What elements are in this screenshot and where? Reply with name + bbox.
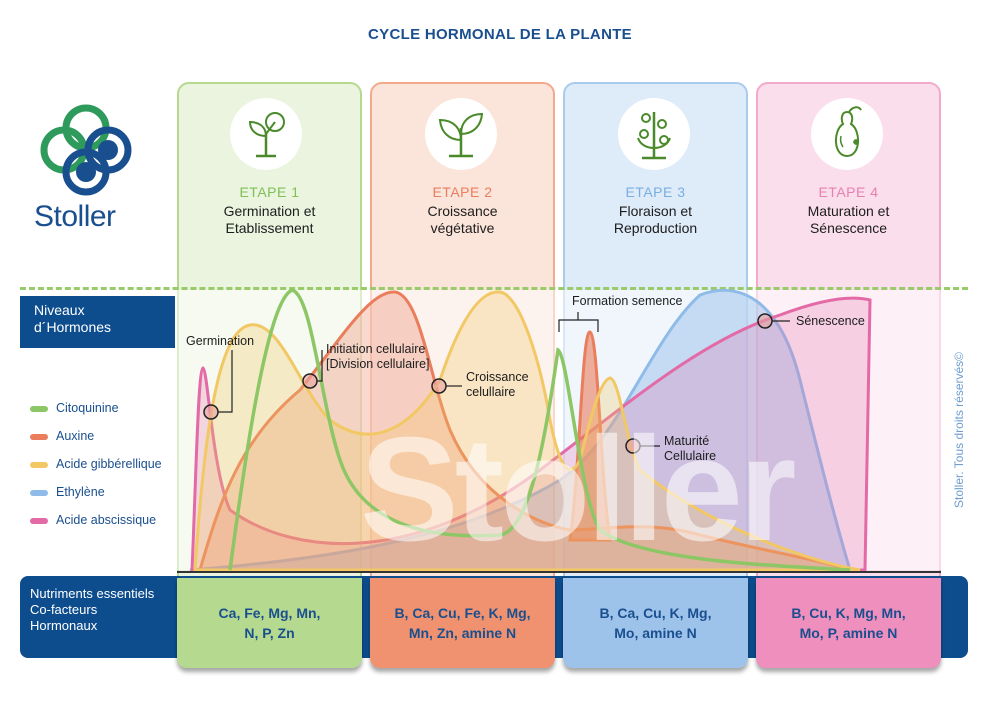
citoquinine-curve bbox=[228, 288, 851, 572]
annotation-croissance-line2: celullaire bbox=[466, 385, 516, 399]
legend-swatch bbox=[30, 405, 48, 412]
annotation-formation: Formation semence bbox=[572, 294, 683, 308]
legend-swatch bbox=[30, 433, 48, 440]
legend-label: Acide gibbérellique bbox=[56, 457, 162, 471]
stage-3-nutrients-line2: Mo, amine N bbox=[614, 625, 697, 641]
stage-1-name-line2: Etablissement bbox=[225, 220, 314, 236]
legend-acide-abscissique: Acide abscissique bbox=[30, 513, 156, 527]
nutrients-label: Nutriments essentiels Co-facteurs Hormon… bbox=[20, 586, 176, 650]
stage-3-nutrients: B, Ca, Cu, K, Mg, Mo, amine N bbox=[563, 578, 748, 668]
stage-4-name-line2: Sénescence bbox=[809, 220, 888, 236]
stage-1-nutrients-line1: Ca, Fe, Mg, Mn, bbox=[218, 605, 321, 621]
stage-1-nutrients-line2: N, P, Zn bbox=[244, 625, 295, 641]
marker-croissance bbox=[431, 378, 447, 394]
annotation-maturite-line1: Maturité bbox=[664, 434, 710, 448]
legend-swatch bbox=[30, 489, 48, 496]
stage-2-name: Croissance végétative bbox=[370, 203, 555, 237]
stage-1-label: ETAPE 1 bbox=[239, 184, 300, 200]
leader-initiation bbox=[317, 350, 323, 382]
legend-label: Ethylène bbox=[56, 485, 105, 499]
stage-2-nutrients-line2: Mn, Zn, amine N bbox=[408, 625, 517, 641]
legend-swatch bbox=[30, 517, 48, 524]
leader-germination bbox=[218, 350, 233, 413]
formation-bracket bbox=[558, 312, 599, 332]
abscisic-curve bbox=[190, 296, 872, 572]
stage-4-label: ETAPE 4 bbox=[818, 184, 879, 200]
legend-auxine: Auxine bbox=[30, 429, 94, 443]
flowering-plant-icon bbox=[618, 98, 690, 170]
auxine-flower-peak bbox=[568, 330, 612, 542]
stage-3-name: Floraison et Reproduction bbox=[563, 203, 748, 237]
nutrients-label-line1: Nutriments essentiels bbox=[30, 586, 155, 601]
annotation-croissance-line1: Croissance bbox=[466, 370, 529, 384]
stage-4-name: Maturation et Sénescence bbox=[756, 203, 941, 237]
stage-2-name-line1: Croissance bbox=[427, 203, 498, 219]
legend-label: Acide abscissique bbox=[56, 513, 157, 527]
annotation-croissance: Croissance celullaire bbox=[466, 370, 529, 400]
page-title: CYCLE HORMONAL DE LA PLANTE bbox=[368, 26, 632, 43]
stage-4-nutrients: B, Cu, K, Mg, Mn, Mo, P, amine N bbox=[756, 578, 941, 668]
annotation-initiation-line1: Initiation cellulaire bbox=[326, 342, 426, 356]
legend-label: Citoquinine bbox=[56, 401, 119, 415]
legend-ethylene: Ethylène bbox=[30, 485, 105, 499]
nutrients-label-line2: Co-facteurs bbox=[30, 602, 98, 617]
annotation-initiation-line2: [Division cellulaire] bbox=[326, 357, 430, 371]
stage-3-name-line2: Reproduction bbox=[613, 220, 698, 236]
stage-1-nutrients: Ca, Fe, Mg, Mn, N, P, Zn bbox=[177, 578, 362, 668]
stage-4-name-line1: Maturation et bbox=[807, 203, 890, 219]
stage-3-label: ETAPE 3 bbox=[625, 184, 686, 200]
hormone-levels-line2: d´Hormones bbox=[34, 319, 112, 335]
stage-2-nutrients-line1: B, Ca, Cu, Fe, K, Mg, bbox=[394, 605, 531, 621]
legend-label: Auxine bbox=[56, 429, 95, 443]
copyright-note: Stoller. Tous droits réservés© bbox=[952, 351, 966, 508]
stage-4-nutrients-line2: Mo, P, amine N bbox=[799, 625, 898, 641]
hormone-levels-line1: Niveaux bbox=[34, 302, 85, 318]
annotation-initiation: Initiation cellulaire [Division cellulai… bbox=[326, 342, 430, 372]
stage-1-name: Germination et Etablissement bbox=[177, 203, 362, 237]
stage-3-name-line1: Floraison et bbox=[618, 203, 693, 219]
nutrients-label-line3: Hormonaux bbox=[30, 618, 98, 633]
stoller-logo-icon bbox=[36, 100, 136, 200]
stage-4-nutrients-line1: B, Cu, K, Mg, Mn, bbox=[791, 605, 906, 621]
stage-3-nutrients-line1: B, Ca, Cu, K, Mg, bbox=[599, 605, 712, 621]
hormone-levels-box: Niveaux d´Hormones bbox=[20, 296, 175, 348]
annotation-germination: Germination bbox=[186, 334, 255, 348]
dashed-separator bbox=[20, 287, 968, 290]
stage-2-label: ETAPE 2 bbox=[432, 184, 493, 200]
stage-1-name-line1: Germination et bbox=[223, 203, 316, 219]
marker-germination bbox=[203, 404, 219, 420]
stage-2-name-line2: végétative bbox=[430, 220, 495, 236]
marker-initiation bbox=[302, 373, 318, 389]
annotation-maturite: Maturité Cellulaire bbox=[664, 434, 716, 464]
ripe-fruit-icon bbox=[811, 98, 883, 170]
legend-swatch bbox=[30, 461, 48, 468]
plant-leaves-icon bbox=[425, 98, 497, 170]
brand-watermark: Stoller bbox=[360, 407, 797, 572]
seedling-sprout-icon bbox=[230, 98, 302, 170]
legend-citoquinine: Citoquinine bbox=[30, 401, 119, 415]
stage-2-nutrients: B, Ca, Cu, Fe, K, Mg, Mn, Zn, amine N bbox=[370, 578, 555, 668]
brand-name: Stoller bbox=[34, 200, 116, 233]
annotation-maturite-line2: Cellulaire bbox=[664, 449, 717, 463]
marker-senescence bbox=[757, 313, 773, 329]
annotation-senescence: Sénescence bbox=[796, 314, 865, 328]
legend-acide-gibberellique: Acide gibbérellique bbox=[30, 457, 162, 471]
